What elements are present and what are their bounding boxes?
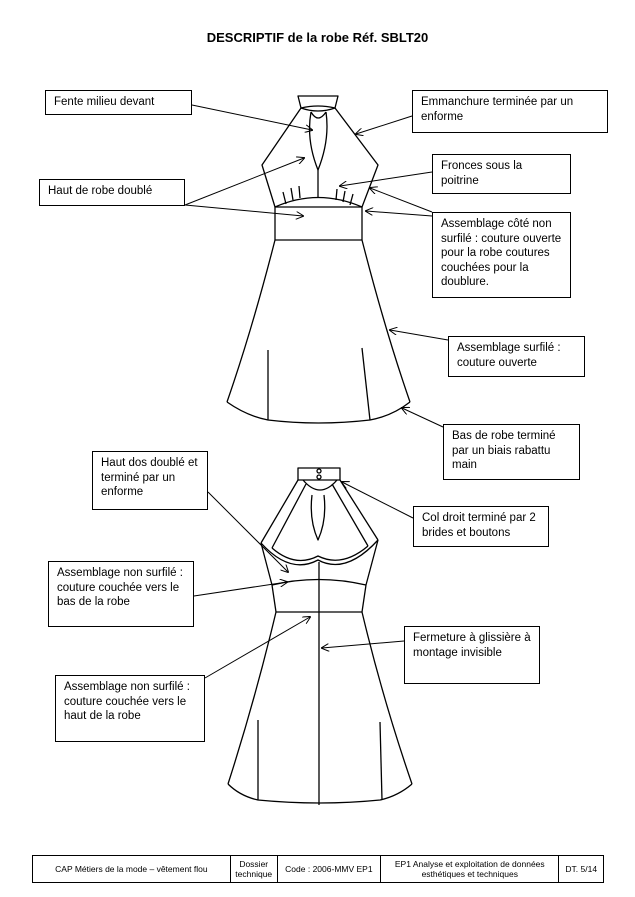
label-fermeture: Fermeture à glissière à montage invisibl… xyxy=(404,626,540,684)
label-bas-de-robe: Bas de robe terminé par un biais rabattu… xyxy=(443,424,580,480)
page-title: DESCRIPTIF de la robe Réf. SBLT20 xyxy=(206,30,429,45)
footer-dossier: Dossier technique xyxy=(229,855,278,883)
back-dress-drawing xyxy=(227,467,413,805)
front-dress-drawing xyxy=(226,95,411,424)
footer-page: DT. 5/14 xyxy=(558,855,604,883)
footer-diploma: CAP Métiers de la mode – vêtement flou xyxy=(32,855,231,883)
label-fronces: Fronces sous la poitrine xyxy=(432,154,571,194)
label-assemblage-bas: Assemblage non surfilé : couture couchée… xyxy=(48,561,194,627)
label-fente-milieu-devant: Fente milieu devant xyxy=(45,90,192,115)
label-assemblage-cote: Assemblage côté non surfilé : couture ou… xyxy=(432,212,571,298)
label-assemblage-surfile: Assemblage surfilé : couture ouverte xyxy=(448,336,585,377)
label-haut-de-robe-double: Haut de robe doublé xyxy=(39,179,185,206)
label-haut-dos: Haut dos doublé et terminé par un enform… xyxy=(92,451,208,510)
footer-table: CAP Métiers de la mode – vêtement flou D… xyxy=(32,855,604,883)
label-assemblage-haut: Assemblage non surfilé : couture couchée… xyxy=(55,675,205,742)
footer-epreuve: EP1 Analyse et exploitation de données e… xyxy=(380,855,560,883)
footer-code: Code : 2006-MMV EP1 xyxy=(276,855,382,883)
label-emmanchure: Emmanchure terminée par un enforme xyxy=(412,90,608,133)
label-col-droit: Col droit terminé par 2 brides et bouton… xyxy=(413,506,549,547)
